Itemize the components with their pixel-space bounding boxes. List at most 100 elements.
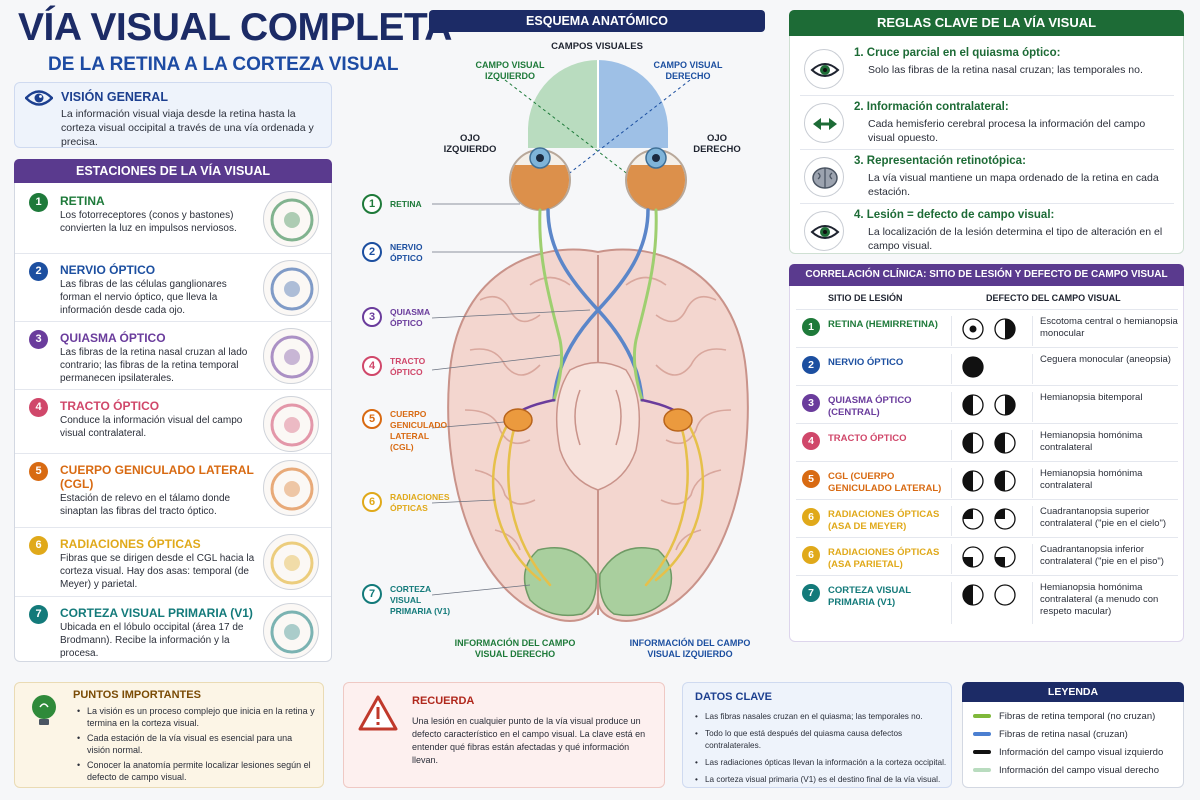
clinical-site: TRACTO ÓPTICO [828, 433, 907, 444]
station-number: 7 [29, 605, 48, 624]
diagram-label-text: CORTEZA VISUAL PRIMARIA (V1) [390, 584, 451, 616]
visual-field-icon [994, 318, 1016, 345]
page-subtitle: DE LA RETINA A LA CORTEZA VISUAL [48, 54, 399, 75]
station-name: NERVIO ÓPTICO [60, 263, 156, 277]
clinical-number: 4 [802, 432, 820, 450]
rule-text: Solo las fibras de la retina nasal cruza… [868, 64, 1143, 76]
station-name: CUERPO GENICULADO LATERAL (CGL) [60, 463, 254, 491]
station-thumbnail [263, 260, 319, 316]
visual-field-icon [962, 584, 984, 611]
visual-field-icon [962, 394, 984, 421]
clinical-defect: Hemianopsia homónima contralateral (a me… [1040, 582, 1159, 617]
left-field-label: CAMPO VISUAL IZQUIERDO [475, 60, 545, 81]
visual-field-icon [994, 508, 1016, 535]
keydata-item: La corteza visual primaria (V1) es el de… [695, 774, 947, 786]
overview-text: La información visual viaja desde la ret… [61, 108, 314, 148]
rule-divider [800, 149, 1174, 150]
clinical-col-divider [951, 506, 952, 536]
clinical-site: RADIACIONES ÓPTICAS (ASA PARIETAL) [828, 547, 940, 570]
legend-label: Fibras de retina temporal (no cruzan) [999, 711, 1156, 722]
lightbulb-icon [32, 695, 56, 725]
legend-label: Información del campo visual derecho [999, 765, 1160, 776]
remember-title: RECUERDA [412, 695, 475, 707]
clinical-col-divider [1032, 430, 1033, 460]
visual-field-icon [994, 394, 1016, 421]
bottom-right-label: INFORMACIÓN DEL CAMPO VISUAL IZQUIERDO [629, 638, 751, 659]
clinical-col-divider [951, 468, 952, 498]
warning-icon [358, 695, 398, 731]
clinical-defect: Escotoma central o hemianopsia monocular [1040, 316, 1178, 339]
legend-panel: LEYENDA Fibras de retina temporal (no cr… [962, 682, 1184, 788]
bottom-left-label: INFORMACIÓN DEL CAMPO VISUAL DERECHO [454, 638, 576, 659]
legend-swatch [973, 768, 991, 773]
visual-field-icon [962, 432, 984, 459]
overview-title: VISIÓN GENERAL [61, 90, 168, 104]
clinical-col-divider [951, 316, 952, 346]
clinical-defect: Hemianopsia homónima contralateral [1040, 468, 1143, 491]
station-name: RETINA [60, 194, 105, 208]
clinical-col-divider [951, 392, 952, 422]
clinical-col-site: SITIO DE LESIÓN [828, 293, 903, 303]
keydata-item: Todo lo que está después del quiasma cau… [695, 728, 947, 752]
eye-icon [804, 49, 844, 89]
visual-field-icon [962, 508, 984, 535]
station-thumbnail [263, 460, 319, 516]
rule-divider [800, 95, 1174, 96]
diagram-label-number: 6 [362, 492, 382, 512]
clinical-col-divider [951, 544, 952, 574]
diagram-label-number: 1 [362, 194, 382, 214]
clinical-defect: Cuadrantanopsia inferior contralateral (… [1040, 544, 1164, 567]
station-number: 2 [29, 262, 48, 281]
station-thumbnail [263, 191, 319, 247]
station-text: Fibras que se dirigen desde el CGL hacia… [60, 553, 255, 590]
points-item: Cada estación de la vía visual es esenci… [77, 732, 317, 756]
legend-item: Fibras de retina temporal (no cruzan) [973, 711, 1155, 722]
clinical-site: NERVIO ÓPTICO [828, 357, 904, 368]
rule-text: Cada hemisferio cerebral procesa la info… [868, 118, 1146, 144]
page-title: VÍA VISUAL COMPLETA [18, 6, 452, 49]
clinical-col-divider [1032, 468, 1033, 498]
points-list: La visión es un proceso complejo que ini… [77, 705, 317, 786]
diagram-label-text: NERVIO ÓPTICO [390, 242, 423, 263]
clinical-col-divider [1032, 544, 1033, 574]
clinical-number: 3 [802, 394, 820, 412]
right-v1-cortex [599, 546, 673, 617]
legend-item: Fibras de retina nasal (cruzan) [973, 729, 1128, 740]
station-number: 3 [29, 330, 48, 349]
legend-item: Información del campo visual izquierdo [973, 747, 1163, 758]
clinical-panel: CORRELACIÓN CLÍNICA: SITIO DE LESIÓN Y D… [789, 264, 1184, 642]
keydata-item: Las fibras nasales cruzan en el quiasma;… [695, 711, 947, 723]
right-lgn [663, 408, 693, 432]
station-text: Las fibras de las células ganglionares f… [60, 279, 227, 316]
clinical-site: CGL (CUERPO GENICULADO LATERAL) [828, 471, 942, 494]
points-title: PUNTOS IMPORTANTES [73, 689, 201, 701]
legend-label: Fibras de retina nasal (cruzan) [999, 729, 1128, 740]
station-number: 1 [29, 193, 48, 212]
visual-field-icon [962, 356, 984, 383]
station-name: CORTEZA VISUAL PRIMARIA (V1) [60, 606, 253, 620]
station-thumbnail [263, 396, 319, 452]
station-text: Ubicada en el lóbulo occipital (área 17 … [60, 622, 244, 659]
visual-field-icon [962, 546, 984, 573]
brain-icon [804, 157, 844, 197]
legend-label: Información del campo visual izquierdo [999, 747, 1164, 758]
right-visual-field [598, 60, 668, 148]
visual-field-icon [994, 432, 1016, 459]
station-number: 5 [29, 462, 48, 481]
keydata-title: DATOS CLAVE [695, 691, 773, 703]
left-v1-cortex [523, 546, 597, 617]
rule-text: La vía visual mantiene un mapa ordenado … [868, 172, 1159, 198]
points-panel: PUNTOS IMPORTANTES La visión es un proce… [14, 682, 324, 788]
clinical-number: 5 [802, 470, 820, 488]
clinical-number: 1 [802, 318, 820, 336]
visual-field-icon [994, 546, 1016, 573]
keydata-panel: DATOS CLAVE Las fibras nasales cruzan en… [682, 682, 952, 788]
station-thumbnail [263, 328, 319, 384]
